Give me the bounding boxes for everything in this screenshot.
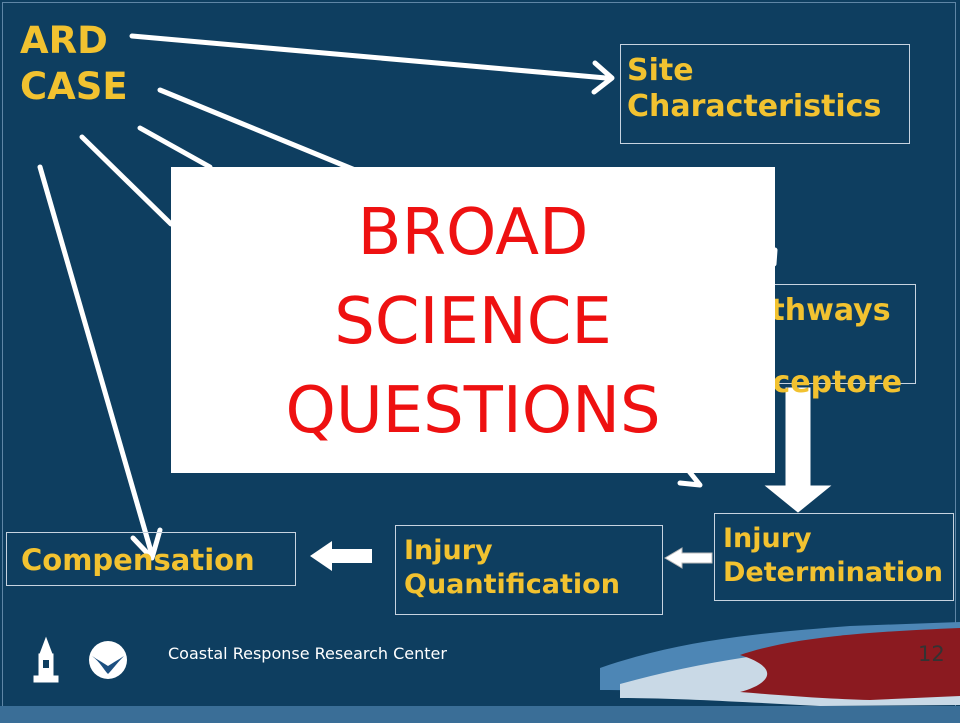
site-box-line-1: Site	[627, 53, 694, 88]
arrow-case-2	[137, 125, 213, 170]
footer-organization: Coastal Response Research Center	[168, 644, 447, 663]
noaa-logo	[89, 641, 127, 679]
compensation-label: Compensation	[21, 543, 255, 577]
page-number: 12	[918, 642, 945, 666]
site-characteristics-box: Site Characteristics	[620, 44, 910, 144]
wave-blue	[600, 622, 960, 700]
footer-logos	[26, 636, 146, 688]
university-tower-logo	[33, 636, 59, 683]
arrow-to-site	[129, 33, 609, 81]
arrow-to-compensation	[37, 164, 155, 558]
case-label-line-1: ARD	[20, 19, 108, 62]
injury-quant-line-2: Quantification	[404, 569, 620, 600]
injury-det-line-1: Injury	[723, 523, 812, 554]
case-label-line-2: CASE	[20, 65, 128, 108]
injury-quant-line-1: Injury	[404, 535, 493, 566]
down-arrow-ways-to-determination	[764, 387, 832, 513]
overlay-line-1: BROAD	[357, 196, 589, 270]
arrow-case-1	[157, 87, 358, 173]
left-arrow-det-to-quant	[664, 547, 713, 569]
broad-science-questions-overlay: BROAD SCIENCE QUESTIONS	[171, 167, 775, 473]
wave-light	[620, 640, 960, 706]
compensation-box: Compensation	[6, 532, 296, 586]
injury-quantification-box: Injury Quantification	[395, 525, 663, 615]
arrow-to-site-head	[591, 60, 615, 95]
injury-determination-box: Injury Determination	[714, 513, 954, 601]
injury-det-line-2: Determination	[723, 557, 944, 588]
arrow-case-3	[79, 134, 174, 227]
footer-strip	[0, 706, 960, 723]
site-box-line-2: Characteristics	[627, 89, 882, 124]
overlay-line-3: QUESTIONS	[285, 374, 661, 448]
left-arrow-quant-to-comp	[310, 541, 372, 571]
overlay-line-2: SCIENCE	[334, 285, 612, 359]
ard-case-title: ARD CASE	[20, 18, 128, 110]
